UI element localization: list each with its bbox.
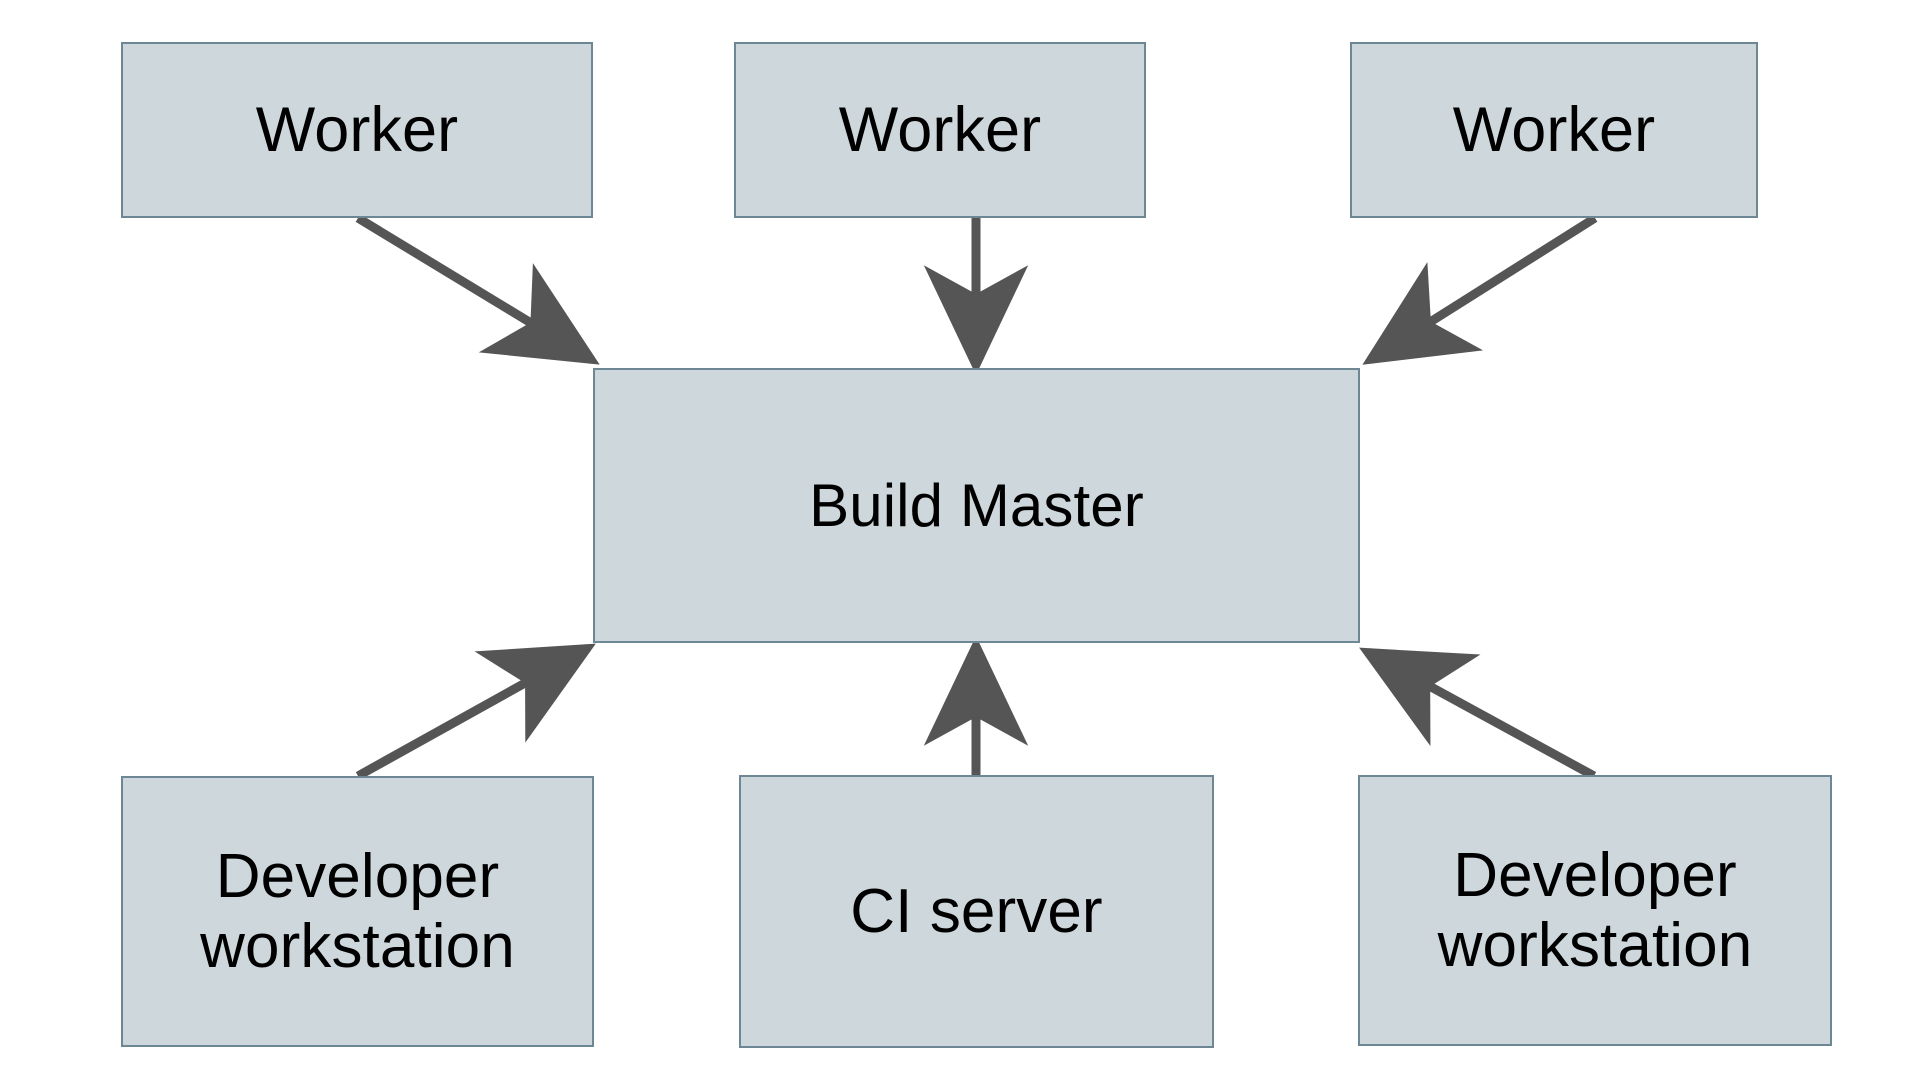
node-worker-3[interactable]: Worker — [1350, 42, 1758, 218]
edge-worker-3-to-build-master — [1362, 214, 1598, 365]
node-developer-workstation-left[interactable]: Developer workstation — [121, 776, 594, 1047]
node-worker-2[interactable]: Worker — [734, 42, 1146, 218]
node-worker-3-label: Worker — [1452, 94, 1656, 165]
node-build-master[interactable]: Build Master — [593, 368, 1360, 643]
node-worker-2-label: Worker — [838, 94, 1042, 165]
node-developer-workstation-right-label: Developer workstation — [1437, 841, 1753, 980]
node-worker-1[interactable]: Worker — [121, 42, 593, 218]
node-developer-workstation-right[interactable]: Developer workstation — [1358, 775, 1832, 1046]
edge-worker-1-to-build-master — [355, 214, 600, 365]
edge-dev-ws-left-to-build-master — [355, 643, 596, 780]
node-ci-server[interactable]: CI server — [739, 775, 1214, 1048]
node-build-master-label: Build Master — [809, 471, 1144, 539]
node-worker-1-label: Worker — [255, 94, 459, 165]
node-ci-server-label: CI server — [850, 876, 1103, 946]
edge-dev-ws-right-to-build-master — [1359, 647, 1597, 780]
node-developer-workstation-left-label: Developer workstation — [200, 842, 515, 981]
